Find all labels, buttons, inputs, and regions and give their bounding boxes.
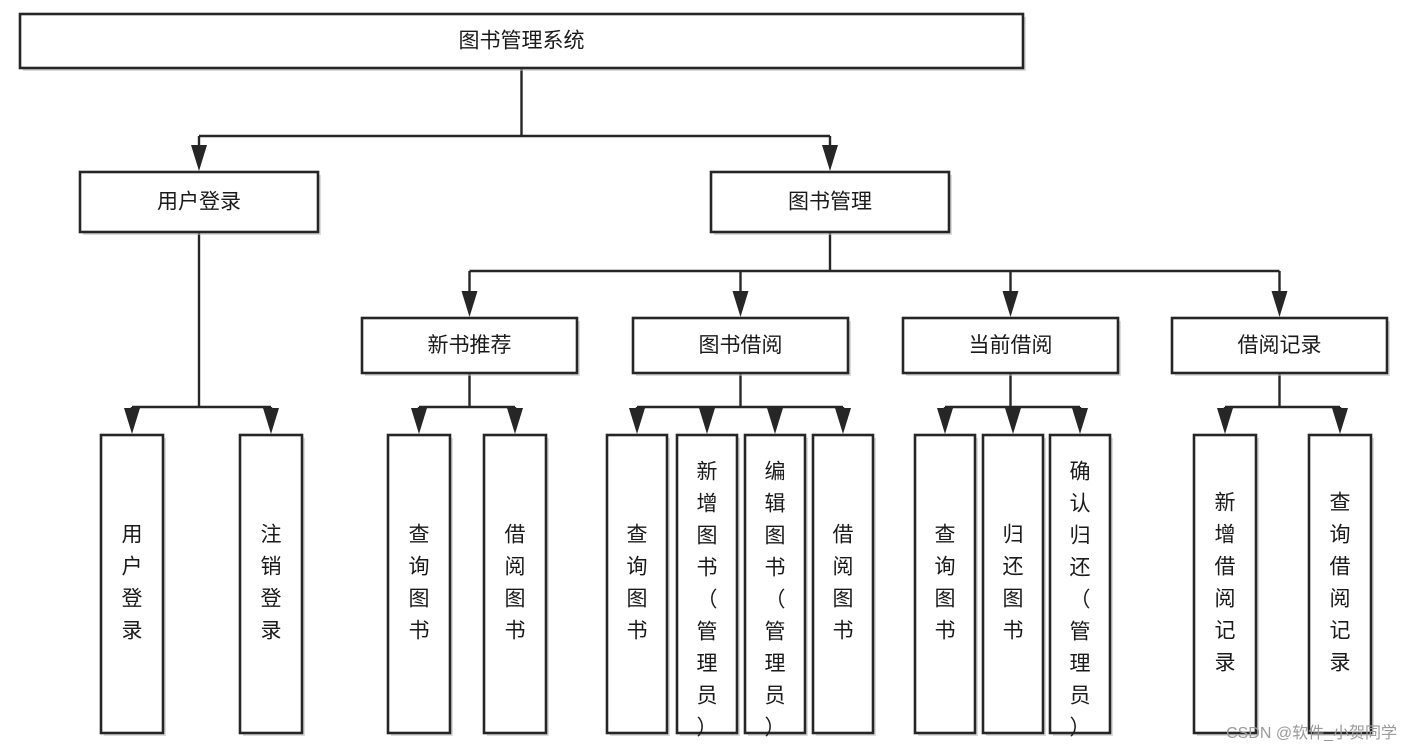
arrow-head-icon [263, 408, 279, 434]
node-label: 图书管理系统 [459, 30, 585, 53]
arrow-head-icon [732, 291, 749, 317]
node-book-borrow[interactable]: 图书借阅 [631, 316, 851, 376]
arrow-head-icon [461, 291, 478, 317]
arrow-head-icon [411, 408, 427, 434]
node-borrow-record[interactable]: 借阅记录 [1170, 316, 1390, 376]
node-new-book-recommend[interactable]: 新书推荐 [360, 316, 580, 376]
node-leaf-borrow-book-2[interactable]: 借阅图书 [811, 433, 876, 736]
arrow-head-icon [1005, 408, 1021, 434]
node-leaf-query-borrow-record[interactable]: 查询借阅记录 [1307, 433, 1374, 736]
arrow-head-icon [629, 408, 645, 434]
arrow-head-icon [835, 408, 851, 434]
node-label: 查询图书 [627, 524, 648, 643]
arrow-head-icon [1002, 291, 1019, 317]
arrow-head-icon [1072, 408, 1088, 434]
node-leaf-query-book-3[interactable]: 查询图书 [913, 433, 978, 736]
arrow-head-icon [699, 408, 715, 434]
watermark-text: CSDN @软件_小贺同学 [1226, 725, 1397, 742]
arrow-head-icon [767, 408, 783, 434]
node-layer: 图书管理系统用户登录图书管理新书推荐图书借阅当前借阅借阅记录用户登录注销登录查询… [18, 12, 1390, 740]
arrow-head-icon [1217, 408, 1233, 434]
node-leaf-query-book-1[interactable]: 查询图书 [386, 433, 453, 736]
node-leaf-query-book-2[interactable]: 查询图书 [605, 433, 670, 736]
node-user-login[interactable]: 用户登录 [78, 170, 321, 235]
arrow-head-icon [1332, 408, 1348, 434]
arrow-head-icon [822, 145, 838, 171]
node-leaf-borrow-book-1[interactable]: 借阅图书 [482, 433, 549, 736]
node-label: 借阅图书 [833, 524, 854, 643]
node-label: 新书推荐 [428, 334, 512, 357]
node-label: 图书管理 [788, 191, 872, 214]
connector-layer [124, 68, 1348, 434]
arrow-head-icon [507, 408, 523, 434]
node-root[interactable]: 图书管理系统 [18, 12, 1026, 71]
node-label: 当前借阅 [969, 334, 1053, 357]
node-label: 查询借阅记录 [1330, 492, 1351, 675]
node-label: 归还图书 [1003, 524, 1024, 643]
node-leaf-user-login[interactable]: 用户登录 [99, 433, 166, 736]
node-leaf-add-borrow-record[interactable]: 新增借阅记录 [1192, 433, 1259, 736]
node-book-manage[interactable]: 图书管理 [709, 170, 952, 235]
node-label: 编辑图书（管理员） [765, 461, 786, 740]
arrow-head-icon [124, 408, 140, 434]
node-leaf-confirm-return[interactable]: 确认归还（管理员） [1048, 433, 1113, 740]
node-label: 借阅记录 [1238, 334, 1322, 357]
node-label: 图书借阅 [699, 334, 783, 357]
node-leaf-user-logout[interactable]: 注销登录 [238, 433, 305, 736]
node-current-borrow[interactable]: 当前借阅 [901, 316, 1121, 376]
node-label: 用户登录 [157, 191, 241, 214]
node-label: 注销登录 [261, 524, 282, 643]
node-label: 新增图书（管理员） [697, 461, 718, 740]
arrow-head-icon [1271, 291, 1288, 317]
node-label: 新增借阅记录 [1215, 492, 1236, 675]
node-leaf-edit-book[interactable]: 编辑图书（管理员） [743, 433, 808, 740]
arrow-head-icon [937, 408, 953, 434]
node-label: 用户登录 [122, 524, 143, 643]
node-leaf-add-book[interactable]: 新增图书（管理员） [675, 433, 740, 740]
node-label: 查询图书 [935, 524, 956, 643]
node-leaf-return-book[interactable]: 归还图书 [981, 433, 1046, 736]
node-label: 确认归还（管理员） [1070, 461, 1091, 740]
node-label: 借阅图书 [505, 524, 526, 643]
node-label: 查询图书 [409, 524, 430, 643]
arrow-head-icon [191, 145, 207, 171]
